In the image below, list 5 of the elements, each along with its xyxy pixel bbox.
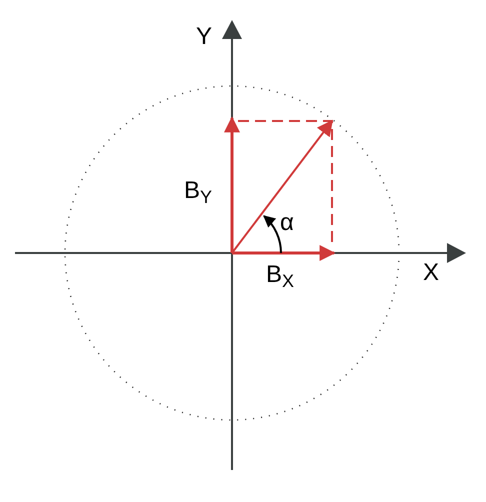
axis-label: Y [196,22,212,52]
axis-label: X [423,258,440,288]
axis-label: α [280,208,294,238]
axis-label: B$_{X}$ [266,260,294,290]
axis-label: B$_{Y}$ [184,176,212,206]
